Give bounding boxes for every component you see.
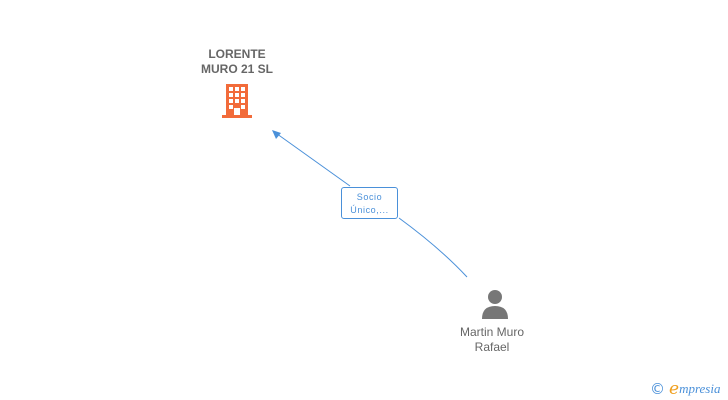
person-icon[interactable] [480, 289, 510, 319]
company-node-label[interactable]: LORENTE MURO 21 SL [177, 47, 297, 77]
arrowhead-icon [272, 130, 281, 139]
person-name-line-1: Martin Muro [459, 325, 524, 339]
person-name-line-2: Rafael [474, 340, 510, 354]
relation-label-line-2: Único,... [350, 205, 389, 215]
brand-wordmark: mpresia [679, 381, 721, 396]
brand-logo: © e mpresia [650, 379, 720, 399]
person-node-label[interactable]: Martin Muro Rafael [432, 325, 552, 355]
building-icon[interactable] [221, 84, 253, 118]
company-name-line-2: MURO 21 SL [200, 62, 273, 76]
relation-label-line-1: Socio [356, 192, 383, 202]
connector-lower-segment [398, 217, 468, 278]
relation-connector [272, 130, 468, 278]
connector-upper-segment [272, 130, 351, 187]
relation-label-box[interactable]: Socio Único,... [341, 187, 398, 219]
brand-initial: e [669, 379, 680, 399]
company-name-line-1: LORENTE [208, 47, 266, 61]
copyright-icon: © [650, 380, 665, 398]
